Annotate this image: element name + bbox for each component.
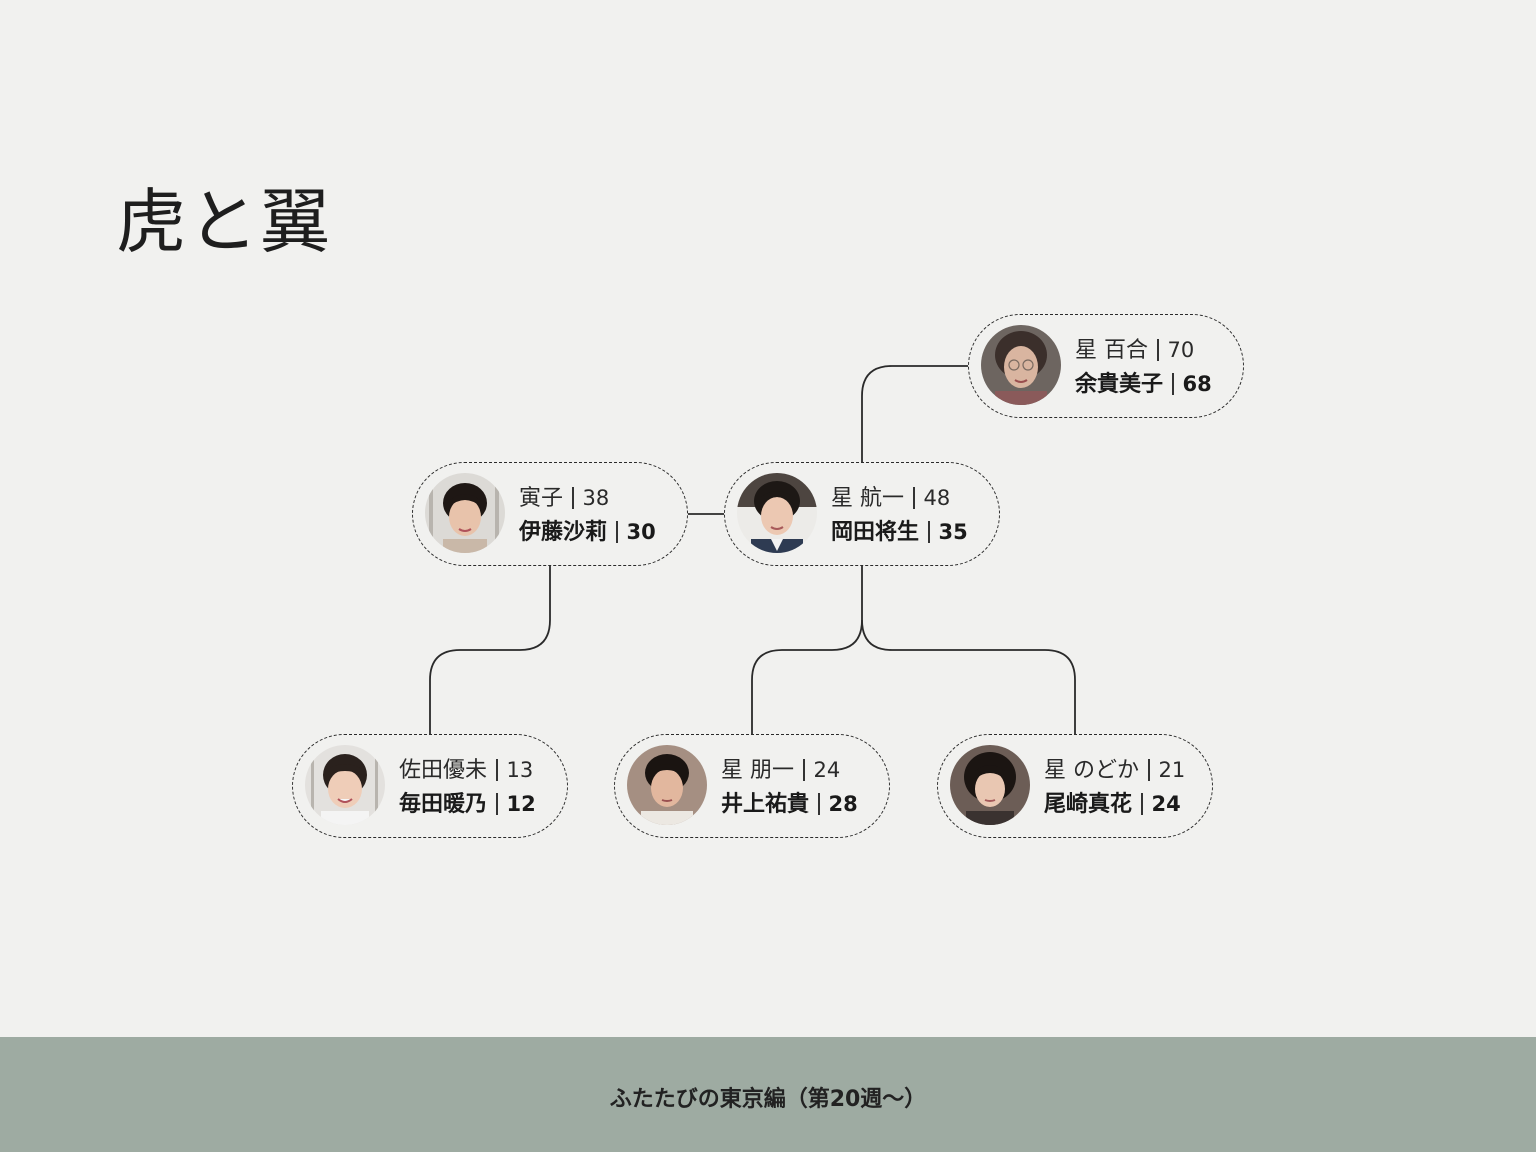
actor-name: 岡田将生 [831, 520, 920, 545]
person-card-tomoko: 寅子 38 伊藤沙莉 30 [412, 462, 688, 566]
separator [818, 793, 820, 815]
portrait-koichi [737, 473, 817, 553]
separator [913, 487, 915, 509]
separator [616, 521, 618, 543]
role-age: 38 [582, 486, 610, 510]
separator [1172, 373, 1174, 395]
role-age: 24 [813, 758, 841, 782]
separator [572, 487, 574, 509]
role-name: 星 朋一 [721, 758, 794, 783]
actor-age: 24 [1151, 792, 1181, 816]
separator [1141, 793, 1143, 815]
connector-tomoko-yumi [429, 566, 551, 735]
connector-koichi-tomoichi [751, 566, 863, 735]
role-age: 13 [506, 758, 534, 782]
person-card-yumi: 佐田優未 13 毎田暖乃 12 [292, 734, 568, 838]
separator [803, 759, 805, 781]
separator [1148, 759, 1150, 781]
actor-name: 余貴美子 [1075, 372, 1164, 397]
separator [928, 521, 930, 543]
footer-bar: ふたたびの東京編（第20週〜） [0, 1037, 1536, 1152]
actor-age: 68 [1182, 372, 1212, 396]
separator [1157, 339, 1159, 361]
separator [496, 759, 498, 781]
actor-name: 尾崎真花 [1044, 792, 1133, 817]
separator [496, 793, 498, 815]
role-name: 星 航一 [831, 486, 904, 511]
role-name: 星 のどか [1044, 758, 1139, 783]
actor-age: 12 [506, 792, 536, 816]
person-card-koichi: 星 航一 48 岡田将生 35 [724, 462, 1000, 566]
person-card-nodoka: 星 のどか 21 尾崎真花 24 [937, 734, 1213, 838]
role-age: 21 [1158, 758, 1186, 782]
role-age: 48 [923, 486, 951, 510]
actor-age: 28 [828, 792, 858, 816]
actor-name: 伊藤沙莉 [519, 520, 608, 545]
actor-name: 井上祐貴 [721, 792, 810, 817]
portrait-yumi [305, 745, 385, 825]
page-title: 虎と翼 [116, 181, 332, 263]
footer-caption: ふたたびの東京編（第20週〜） [609, 1087, 927, 1112]
role-age: 70 [1167, 338, 1195, 362]
role-name: 星 百合 [1075, 338, 1148, 363]
portrait-nodoka [950, 745, 1030, 825]
actor-age: 35 [938, 520, 968, 544]
role-name: 寅子 [519, 486, 564, 511]
person-card-yuri: 星 百合 70 余貴美子 68 [968, 314, 1244, 418]
portrait-yuri [981, 325, 1061, 405]
connector-koichi-nodoka [861, 619, 1076, 735]
person-card-tomoichi: 星 朋一 24 井上祐貴 28 [614, 734, 890, 838]
portrait-tomoko [425, 473, 505, 553]
actor-name: 毎田暖乃 [399, 792, 488, 817]
actor-age: 30 [626, 520, 656, 544]
portrait-tomoichi [627, 745, 707, 825]
role-name: 佐田優未 [399, 758, 488, 783]
connector-yuri-koichi [861, 365, 968, 464]
